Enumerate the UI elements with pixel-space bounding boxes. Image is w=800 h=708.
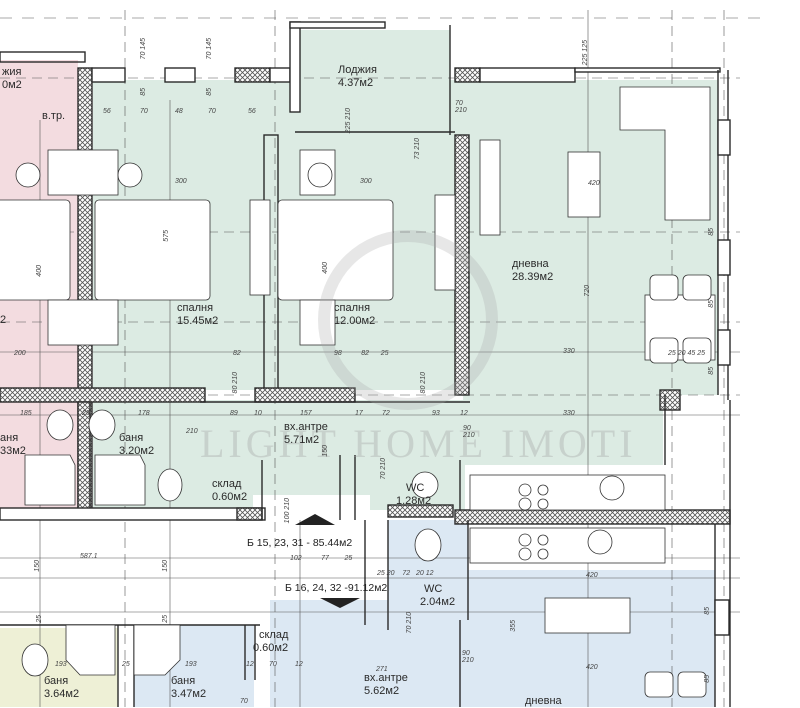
dim-door-bath: 210: [186, 428, 198, 435]
dim-sill1: 85: [140, 88, 147, 96]
dim-living-330a: 330: [563, 348, 575, 355]
dim-living-height: 720: [584, 285, 591, 297]
dim-living-width: 420: [588, 180, 600, 187]
dim-corridor-1: 185: [20, 410, 32, 417]
dim-left-bed-length: 400: [36, 265, 43, 277]
dim-win2: 70 145: [206, 38, 213, 60]
dim-win1: 70 145: [140, 38, 147, 60]
dim-corridor-3: 178: [138, 410, 150, 417]
dim-corridor-6: 157: [300, 410, 312, 417]
dim-top-2: 70: [140, 108, 148, 115]
dim-v355: 355: [510, 620, 517, 632]
dim-lower-living-2: 420: [586, 664, 598, 671]
dim-corridor-4: 89: [230, 410, 238, 417]
dim-lower-door-bath: 70: [240, 698, 248, 705]
dim-lower-side-2: 85: [704, 675, 711, 683]
dim-v25a: 25: [36, 615, 43, 623]
dim-lower-bath-2: 25: [122, 661, 130, 668]
dim-v150a: 150: [34, 560, 41, 572]
entrance-arrow-up: [295, 514, 335, 525]
dim-mid-row1: 102 77 25: [290, 555, 353, 562]
dim-bed2-length: 400: [322, 262, 329, 274]
dim-lower-side-1: 85: [704, 607, 711, 615]
dim-living-side-3: 85: [708, 367, 715, 375]
dim-sill2: 85: [206, 88, 213, 96]
dim-living-side-1: 85: [708, 228, 715, 236]
dim-v25b: 25: [162, 615, 169, 623]
dim-door-wc: 70 210: [380, 458, 387, 480]
watermark-text: LIGHT HOME IMOTI: [200, 421, 637, 466]
room-left-vtr: в.тр.: [42, 110, 66, 122]
dim-hall-150: 150: [322, 445, 329, 457]
dim-living-side-2: 85: [708, 300, 715, 308]
dim-corridor-10: 12: [460, 410, 468, 417]
dim-v150b: 150: [162, 560, 169, 572]
dim-top-4: 70: [208, 108, 216, 115]
dim-win3: 225 125: [582, 40, 589, 66]
dim-top-1: 56: [103, 108, 111, 115]
dim-lower-bath-3: 193: [185, 661, 197, 668]
apartment-label-upper: Б 15, 23, 31 - 85.44м2: [247, 537, 353, 549]
dim-corridor-5: 10: [254, 410, 262, 417]
dim-lower-door-wc: 70 210: [406, 612, 413, 634]
dim-wardrobe-bed2: 98 82 25: [334, 350, 389, 357]
dim-corridor-8: 72: [382, 410, 390, 417]
dim-lower-hall: 271: [376, 666, 388, 673]
dim-bed1-length: 575: [163, 230, 170, 242]
dim-corridor-9: 93: [432, 410, 440, 417]
dim-table: 25 20 45 25: [668, 350, 706, 357]
dim-mid-row2: 25 20 72 20 12: [377, 570, 434, 577]
dim-lower-bath-4: 12: [246, 661, 254, 668]
dim-door-bed2: 73 210: [414, 138, 421, 160]
dim-bed2-width: 300: [360, 178, 372, 185]
dim-lower-bath-6: 12: [295, 661, 303, 668]
dim-top-3: 48: [175, 108, 183, 115]
dim-living-330b: 330: [563, 410, 575, 417]
dim-587: 587.1: [80, 553, 98, 560]
dim-lower-bath-1: 193: [55, 661, 67, 668]
dim-corridor-2: 25: [82, 410, 90, 417]
dim-loggia-door: 225 210: [345, 108, 352, 134]
room-living-lower: дневна: [525, 695, 562, 707]
dim-door-bed2b: 80 210: [420, 372, 427, 394]
apartment-label-lower: Б 16, 24, 32 -91.12м2: [285, 582, 388, 594]
room-left-area: 2: [0, 314, 7, 326]
dim-wardrobe-bed1: 82: [233, 350, 241, 357]
dim-corridor-7: 17: [355, 410, 363, 417]
dim-lower-bath-5: 70: [269, 661, 277, 668]
dim-top-5: 56: [248, 108, 256, 115]
dim-wardrobe-left: 200: [14, 350, 26, 357]
dim-lower-living-1: 420: [586, 572, 598, 579]
dim-entry-door: 100 210: [284, 498, 291, 524]
entrance-arrow-down: [320, 598, 360, 608]
dim-door-bed1: 80 210: [232, 372, 239, 394]
dim-bed1-width: 300: [175, 178, 187, 185]
